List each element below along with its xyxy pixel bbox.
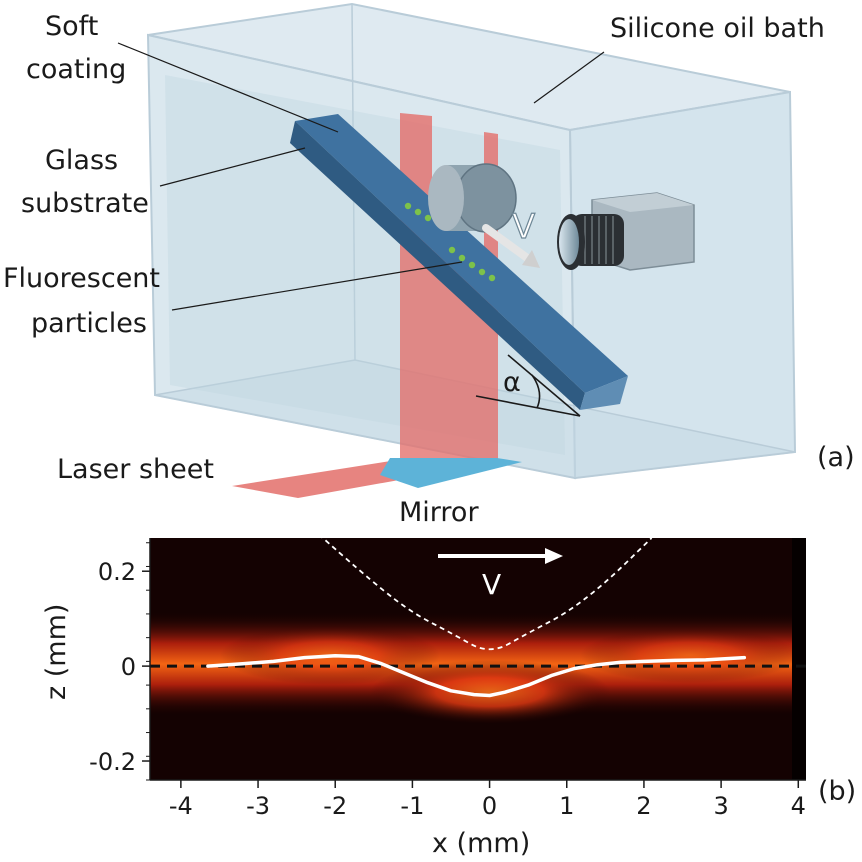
y-tick-label: 0.2 <box>98 558 136 586</box>
fluorescent-particles <box>404 202 496 282</box>
x-tick-label: -2 <box>323 792 347 820</box>
x-tick-label: 1 <box>559 792 574 820</box>
probe-cylinder <box>428 163 517 233</box>
silicone-oil-bath-label: Silicone oil bath <box>610 13 825 44</box>
x-tick-label: 0 <box>482 792 497 820</box>
velocity-label-a: V <box>512 207 535 247</box>
heatmap-image <box>150 538 806 780</box>
fluorescent-particles-label-line2: particles <box>31 308 147 339</box>
velocity-arrow <box>482 224 540 268</box>
x-tick-label: -4 <box>169 792 193 820</box>
x-tick-label: -3 <box>246 792 270 820</box>
soft-coating-label-line2: coating <box>26 54 126 85</box>
camera <box>557 192 695 271</box>
angle-alpha-label: α <box>503 367 521 398</box>
panel-b: V -4 -3 -2 -1 0 1 2 3 4 0.2 0 -0.2 x (mm) z (mm) (b… <box>41 538 856 859</box>
x-tick-label: 4 <box>791 792 806 820</box>
fluorescence-profile-line <box>206 653 747 698</box>
x-tick-label: -1 <box>400 792 424 820</box>
mirror-label: Mirror <box>399 497 479 528</box>
laser-sheet-label: Laser sheet <box>57 454 214 485</box>
x-axis-label: x (mm) <box>432 828 530 859</box>
y-axis-label: z (mm) <box>41 604 72 700</box>
leader-lines <box>117 42 605 311</box>
fluorescent-particles-label-line1: Fluorescent <box>3 263 160 294</box>
velocity-arrow-b <box>438 548 563 564</box>
y-tick-label: 0 <box>121 653 136 681</box>
panel-a: V <box>3 2 855 528</box>
panel-b-tag: (b) <box>818 776 856 807</box>
x-tick-label: 2 <box>636 792 651 820</box>
velocity-label-b: V <box>482 568 501 601</box>
probe-outline-dashed <box>321 538 653 651</box>
mirror <box>380 458 522 488</box>
x-tick-label: 3 <box>713 792 728 820</box>
axis-ticks: -4 -3 -2 -1 0 1 2 3 4 0.2 0 -0.2 <box>89 542 806 820</box>
y-tick-label: -0.2 <box>89 748 136 776</box>
glass-substrate-label-line1: Glass <box>45 145 118 176</box>
incline-angle-marker <box>475 354 581 417</box>
panel-a-tag: (a) <box>817 442 855 473</box>
soft-coating-label-line1: Soft <box>45 11 98 42</box>
glass-substrate-label-line2: substrate <box>21 188 149 219</box>
axes <box>149 538 806 781</box>
